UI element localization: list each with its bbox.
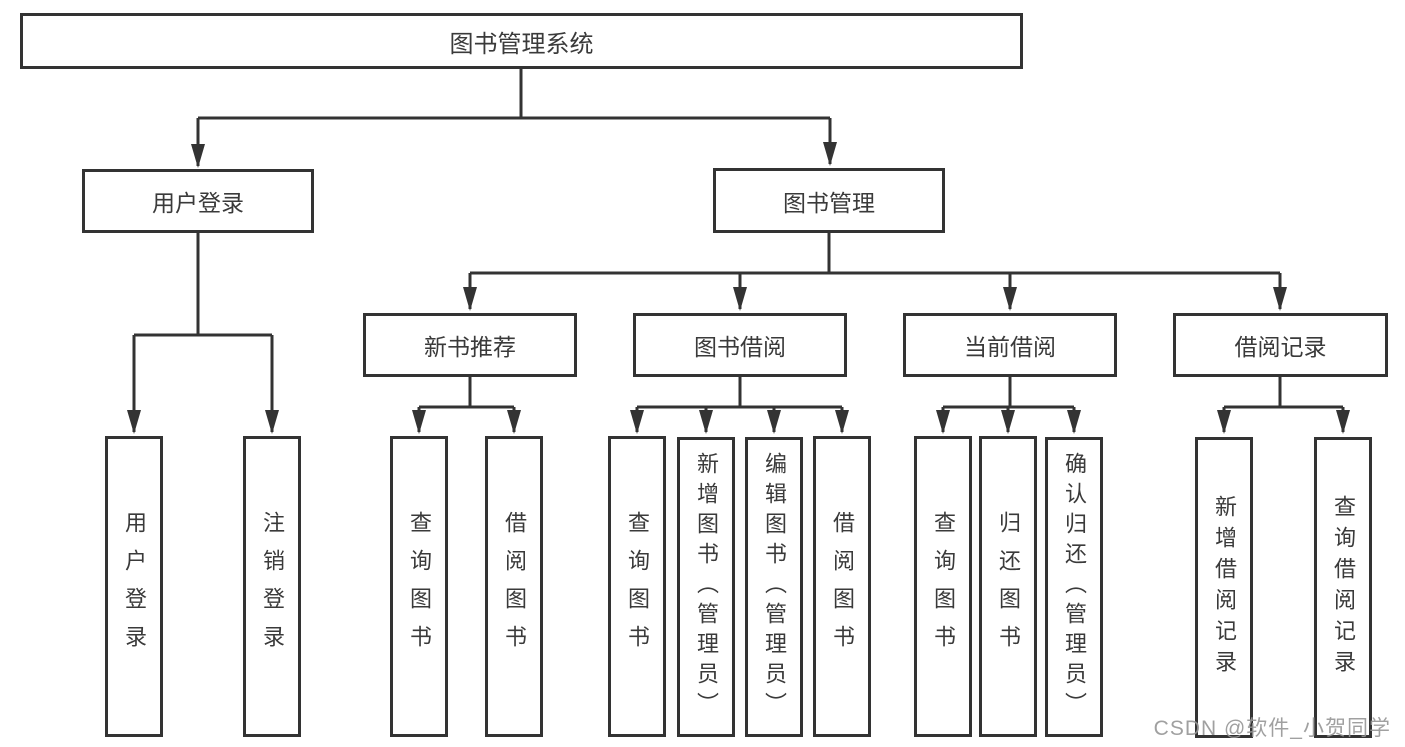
leaf-borrow-books-recommend: 借阅图书 [485,436,543,737]
node-book-borrow: 图书借阅 [633,313,847,377]
node-borrow-records: 借阅记录 [1173,313,1388,377]
node-new-book-recommend: 新书推荐 [363,313,577,377]
node-user-login: 用户登录 [82,169,314,233]
node-book-management: 图书管理 [713,168,945,233]
node-label: 图书管理系统 [449,30,594,58]
node-label: 注销登录 [260,510,285,663]
node-label: 图书管理 [783,189,875,216]
node-current-borrow: 当前借阅 [903,313,1117,377]
node-label: 编辑图书（管理员） [762,452,787,722]
csdn-watermark: CSDN @软件_小贺同学 [1153,717,1391,740]
node-label: 新增图书（管理员） [694,452,719,722]
leaf-user-login: 用户登录 [105,436,163,737]
node-label: 新书推荐 [424,334,516,360]
node-label: 确认归还（管理员） [1062,452,1087,722]
node-root-system: 图书管理系统 [20,13,1023,69]
node-label: 用户登录 [122,510,147,663]
leaf-add-book-admin: 新增图书（管理员） [677,437,735,737]
leaf-logout-login: 注销登录 [243,436,301,737]
leaf-edit-book-admin: 编辑图书（管理员） [745,437,803,737]
node-label: 用户登录 [152,190,244,216]
node-label: 查询图书 [931,510,956,663]
leaf-return-book: 归还图书 [979,436,1037,737]
node-label: 归还图书 [996,510,1021,663]
leaf-confirm-return-admin: 确认归还（管理员） [1045,437,1103,737]
node-label: 查询图书 [407,510,432,663]
leaf-borrow-books: 借阅图书 [813,436,871,737]
node-label: 借阅图书 [830,510,855,663]
node-label: 当前借阅 [964,334,1056,360]
leaf-add-borrow-record: 新增借阅记录 [1195,437,1253,738]
node-label: 图书借阅 [694,334,786,360]
leaf-query-borrow-record: 查询借阅记录 [1314,437,1372,738]
leaf-query-books-recommend: 查询图书 [390,436,448,737]
node-label: 借阅图书 [502,510,527,663]
node-label: 查询借阅记录 [1331,494,1356,681]
node-label: 借阅记录 [1234,334,1327,360]
leaf-query-books-borrow: 查询图书 [608,436,666,737]
node-label: 新增借阅记录 [1212,494,1237,681]
leaf-query-books-current: 查询图书 [914,436,972,737]
node-label: 查询图书 [625,510,650,663]
